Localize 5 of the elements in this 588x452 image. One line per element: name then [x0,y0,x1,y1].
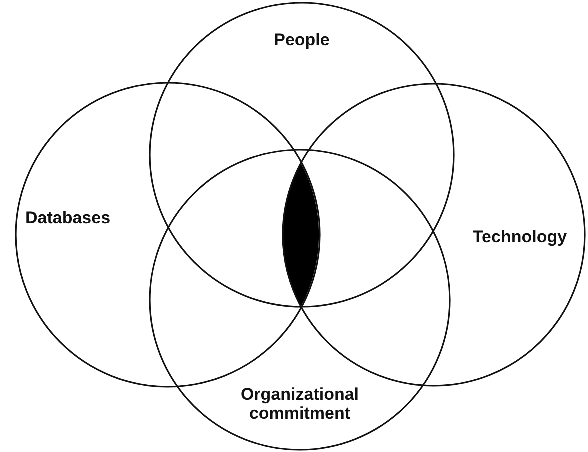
circle-label: Organizational commitment [240,385,360,423]
circle-label: Technology [472,228,568,246]
lens-shape [282,163,320,307]
circle-label: Databases [24,208,112,228]
circle-label: People [273,30,331,50]
